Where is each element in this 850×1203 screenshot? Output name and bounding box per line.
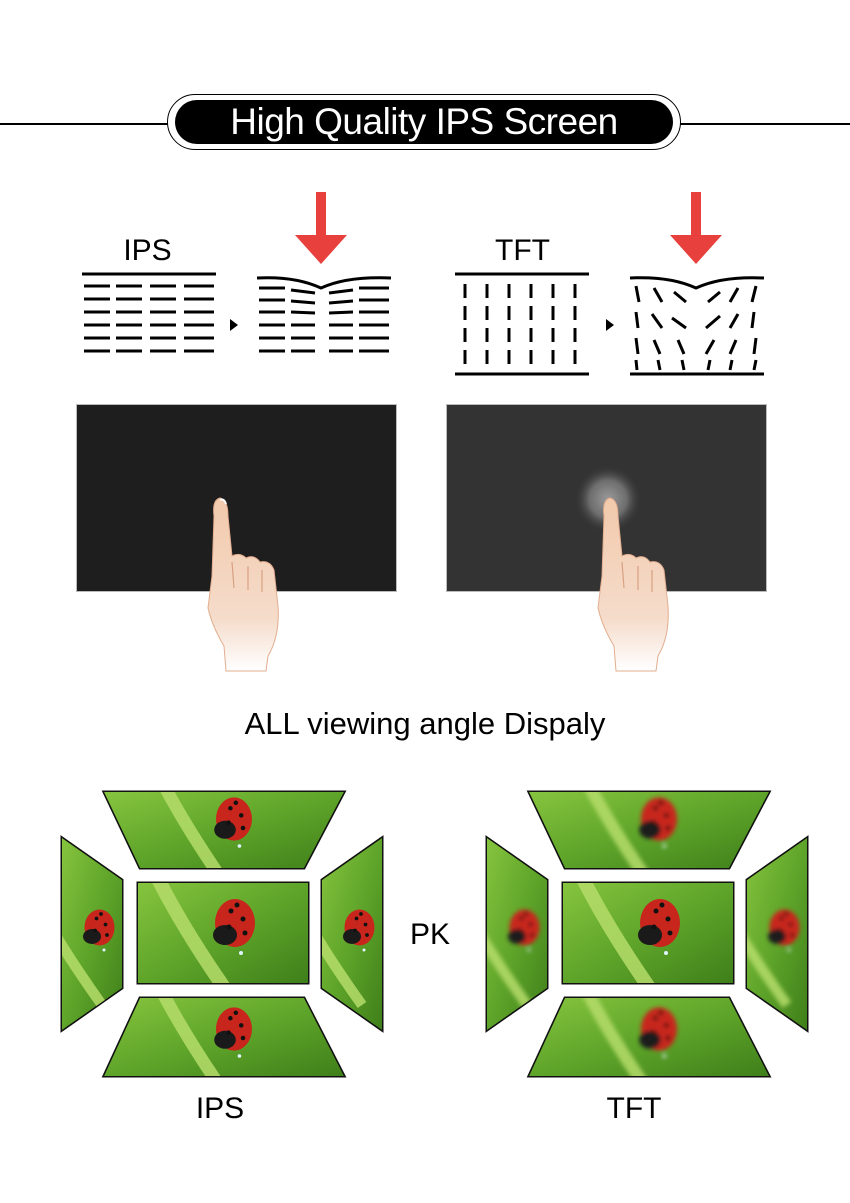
ladybug-photo xyxy=(320,835,384,1033)
finger-hand-icon xyxy=(597,497,669,672)
title-rule-left xyxy=(0,123,170,125)
small-arrow-icon xyxy=(606,319,614,331)
press-arrow-icon xyxy=(670,192,722,264)
ladybug-photo xyxy=(101,790,347,870)
tft-panels-label: TFT xyxy=(606,1092,662,1125)
ips-diagram-label: IPS xyxy=(123,234,172,267)
ips-crystal-normal xyxy=(82,272,216,353)
ips-screen-touch xyxy=(76,404,397,672)
title-banner: High Quality IPS Screen xyxy=(167,94,681,150)
ips-viewing-angle-panels xyxy=(60,790,384,1078)
ladybug-photo xyxy=(526,996,772,1078)
viewing-angle-heading: ALL viewing angle Dispaly xyxy=(244,706,606,741)
small-arrow-icon xyxy=(230,319,238,331)
page-title: High Quality IPS Screen xyxy=(175,100,673,144)
vs-label: PK xyxy=(409,918,451,951)
tft-screen-touch xyxy=(446,404,767,672)
tft-crystal-pressed xyxy=(629,192,765,376)
title-rule-right xyxy=(678,123,850,125)
ips-panels-label: IPS xyxy=(195,1092,245,1125)
ladybug-photo xyxy=(561,881,735,985)
ladybug-photo xyxy=(101,996,347,1078)
tft-viewing-angle-panels xyxy=(485,790,809,1078)
press-arrow-icon xyxy=(295,192,347,264)
ladybug-photo xyxy=(526,790,772,870)
ladybug-photo xyxy=(60,835,124,1033)
ladybug-photo xyxy=(745,835,809,1033)
ladybug-photo xyxy=(485,835,549,1033)
tft-diagram-label: TFT xyxy=(495,234,550,267)
tft-crystal-normal xyxy=(455,272,589,376)
ips-crystal-pressed xyxy=(256,192,392,353)
finger-hand-icon xyxy=(207,497,279,672)
ladybug-photo xyxy=(136,881,310,985)
